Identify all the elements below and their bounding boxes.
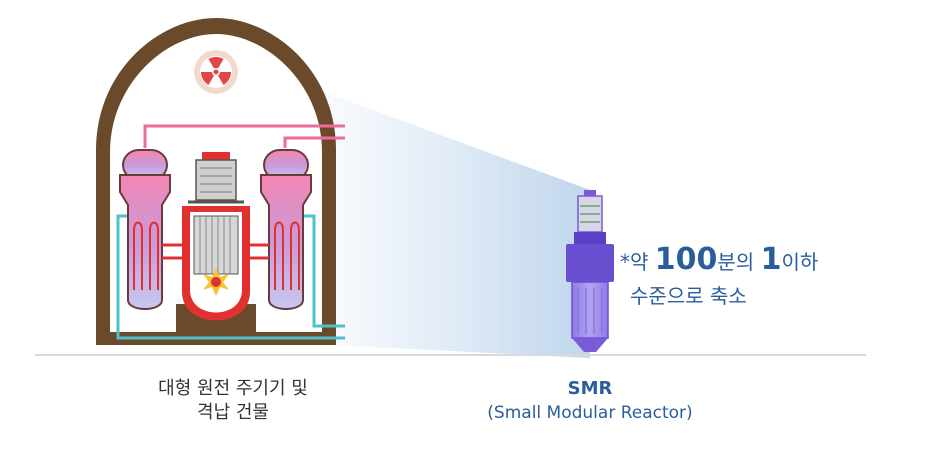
smr-subtitle: (Small Modular Reactor) [487,403,693,423]
ratio-mid: 분의 [717,250,761,274]
smr-caption: SMR (Small Modular Reactor) [440,377,740,425]
ratio-line2: 수준으로 축소 [630,284,747,308]
smr-module [566,190,614,352]
ratio-prefix: *약 [620,250,655,274]
feedwater-pipes [116,214,345,340]
ratio-number: 100 [654,242,718,277]
radiation-icon [194,50,238,94]
ratio-one: 1 [760,242,782,277]
large-plant-caption-line2: 격납 건물 [197,402,269,423]
ratio-suffix: 이하 [781,250,819,274]
large-plant-caption: 대형 원전 주기기 및 격납 건물 [118,377,348,425]
reactor-core-icon [203,268,229,296]
projection-beam [305,85,590,358]
large-plant-caption-line1: 대형 원전 주기기 및 [158,378,308,399]
smr-title: SMR [567,378,613,399]
steam-generator-right [260,149,312,310]
size-reduction-note: *약 100분의 1이하 수준으로 축소 [620,243,880,313]
reactor-vessel [182,152,250,321]
steam-pipes [143,124,345,148]
steam-generator-left [119,149,171,310]
